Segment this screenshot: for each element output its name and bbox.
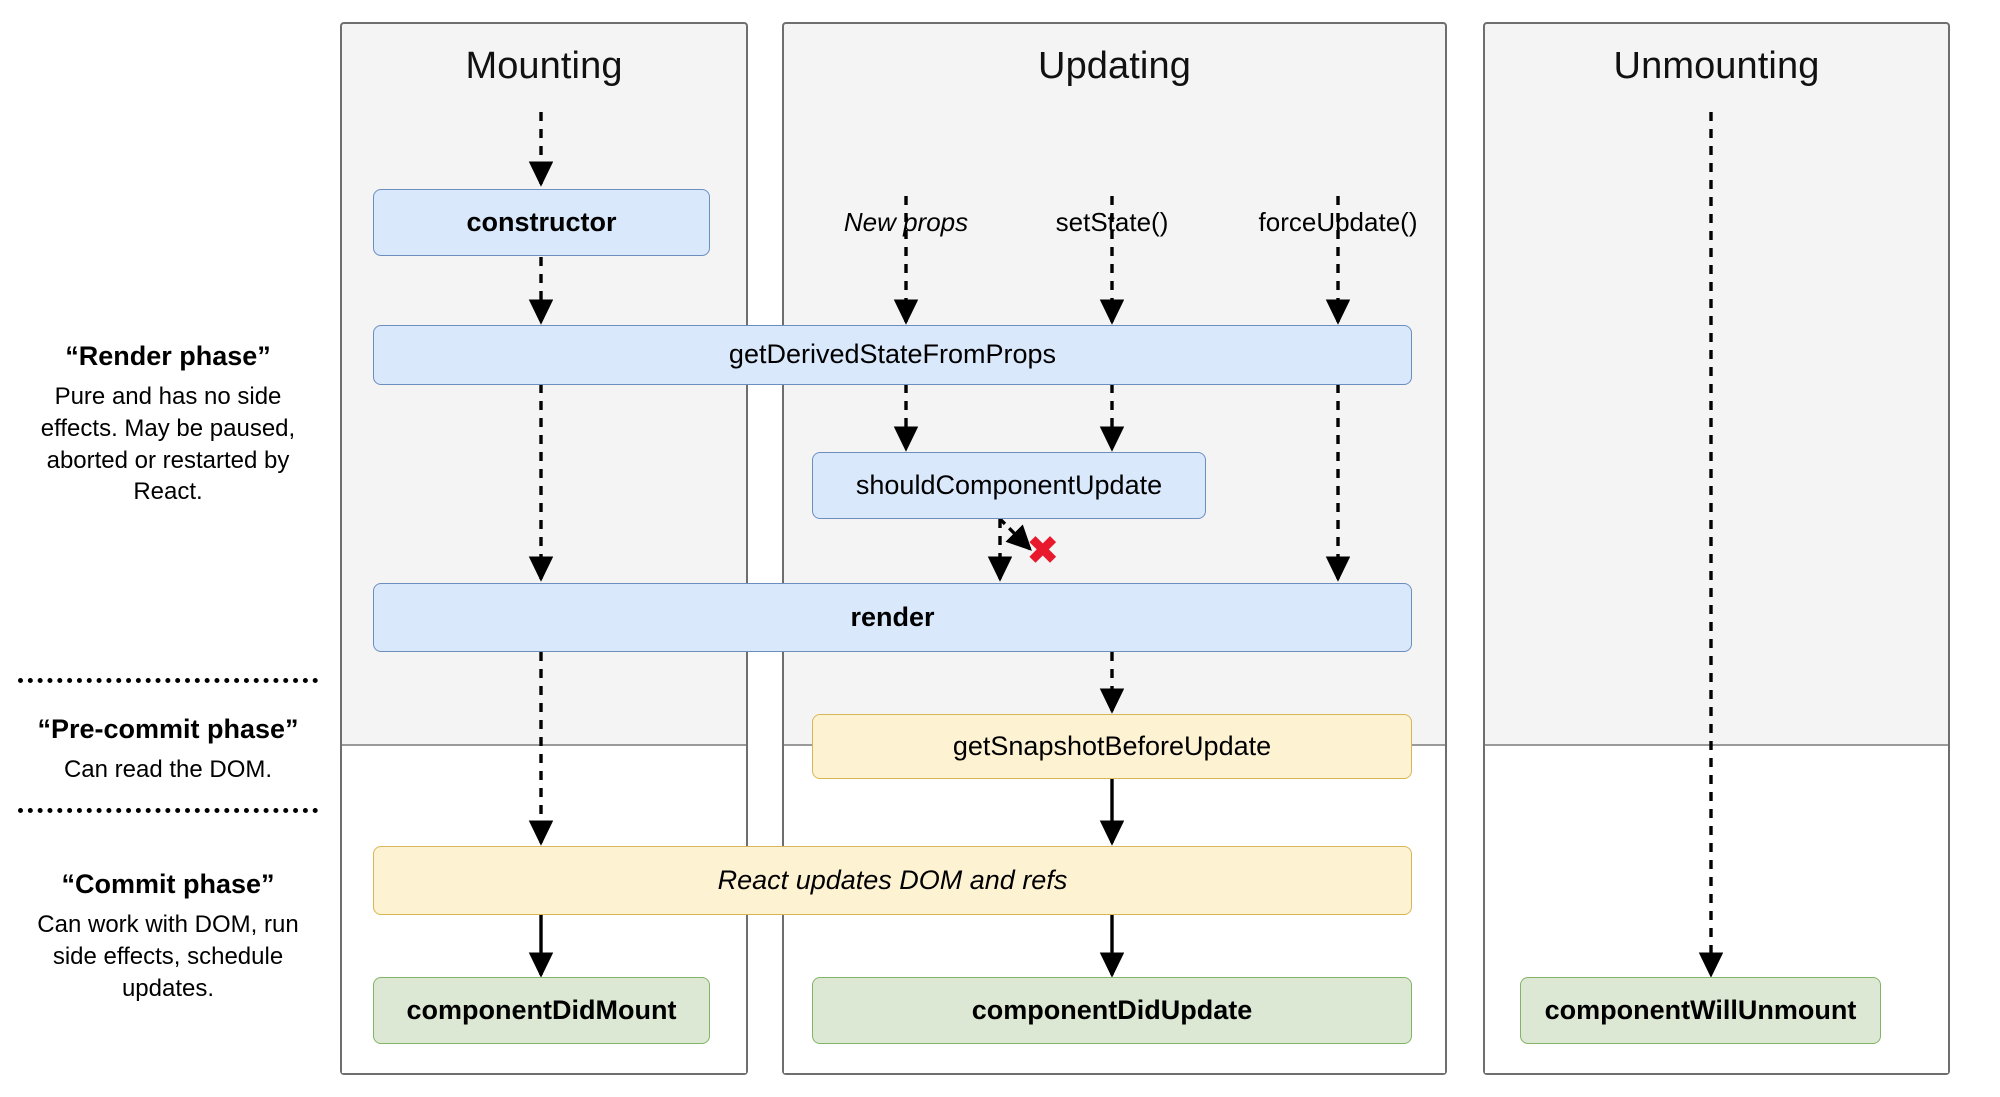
node-should-component-update[interactable]: shouldComponentUpdate	[812, 452, 1206, 519]
column-mounting	[340, 22, 748, 1075]
legend-title-render-phase: “Render phase”	[65, 341, 271, 371]
node-get-snapshot-before-update[interactable]: getSnapshotBeforeUpdate	[812, 714, 1412, 779]
abort-update-x-icon: ✖	[1026, 529, 1060, 573]
legend-body-render-phase: Pure and has no side effects. May be pau…	[40, 382, 296, 506]
legend-divider-top	[18, 678, 318, 683]
node-get-derived-state-from-props[interactable]: getDerivedStateFromProps	[373, 325, 1412, 385]
legend-body-commit-phase: Can work with DOM, run side effects, sch…	[37, 910, 299, 1002]
node-constructor[interactable]: constructor	[373, 189, 710, 256]
column-unmounting	[1483, 22, 1950, 1075]
legend-body-pre-commit-phase: Can read the DOM.	[63, 755, 273, 783]
trigger-new-props: New props	[843, 207, 969, 237]
trigger-set-state: setState()	[1055, 207, 1169, 237]
legend-render-phase: “Render phase” Pure and has no side effe…	[18, 340, 318, 508]
node-render[interactable]: render	[373, 583, 1412, 652]
legend-title-commit-phase: “Commit phase”	[61, 869, 275, 899]
trigger-force-update: forceUpdate()	[1258, 207, 1418, 237]
node-component-did-update[interactable]: componentDidUpdate	[812, 977, 1412, 1044]
column-updating	[782, 22, 1447, 1075]
node-component-will-unmount[interactable]: componentWillUnmount	[1520, 977, 1881, 1044]
legend-title-pre-commit-phase: “Pre-commit phase”	[37, 714, 299, 744]
legend-divider-bottom	[18, 808, 318, 813]
column-title-mounting: Mounting	[465, 45, 623, 87]
legend-commit-phase: “Commit phase” Can work with DOM, run si…	[18, 868, 318, 1004]
legend-pre-commit-phase: “Pre-commit phase” Can read the DOM.	[18, 713, 318, 786]
node-react-updates-dom-and-refs[interactable]: React updates DOM and refs	[373, 846, 1412, 915]
column-title-unmounting: Unmounting	[1613, 45, 1820, 87]
column-title-updating: Updating	[1038, 45, 1191, 87]
node-component-did-mount[interactable]: componentDidMount	[373, 977, 710, 1044]
